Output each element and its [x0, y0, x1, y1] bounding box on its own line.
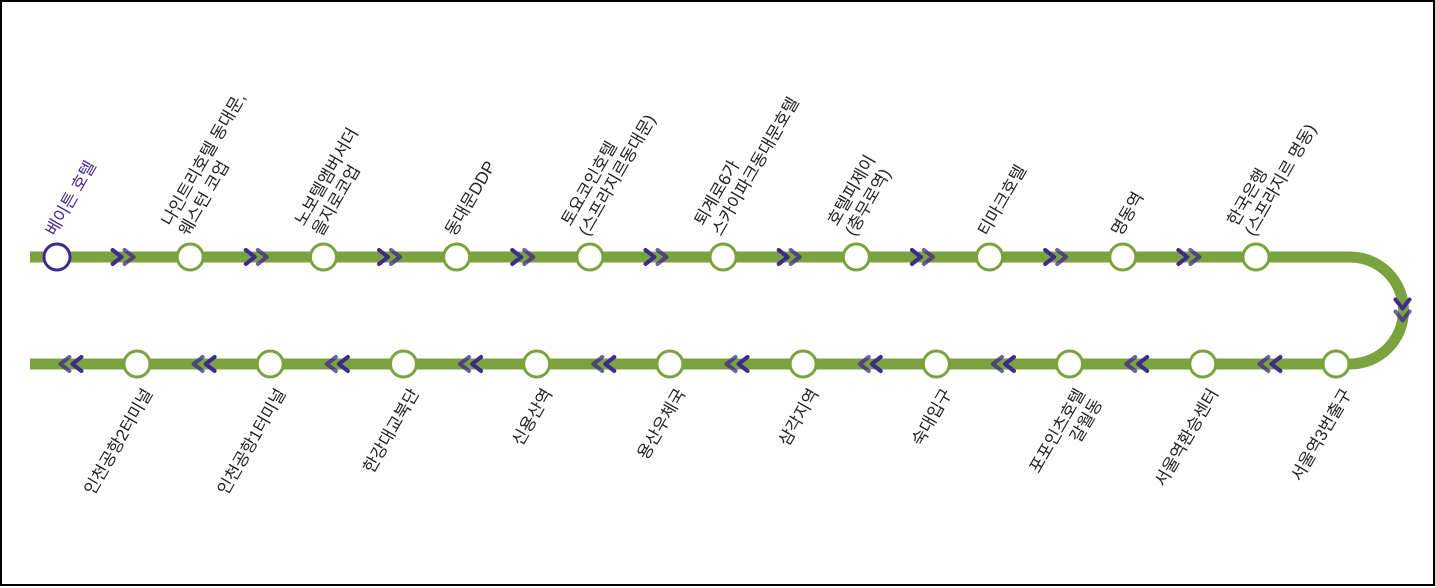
stop-marker: [575, 242, 605, 272]
stop-label: 용산우체국: [634, 386, 690, 463]
stop-marker: [308, 242, 338, 272]
stop-label: 퇴계로6가스카이파크동대문호텔: [691, 84, 803, 239]
stop-marker: [388, 349, 418, 379]
stop-label: 노보텔앰버서더을지로코업: [291, 125, 380, 239]
direction-arrow-right: [643, 248, 669, 266]
direction-arrow-left: [324, 355, 350, 373]
stop-marker: [442, 242, 472, 272]
direction-arrow-right: [510, 248, 536, 266]
stop-label-line: 용산우체국: [634, 386, 690, 463]
direction-arrow-left: [1124, 355, 1150, 373]
stop-marker: [1108, 242, 1138, 272]
stop-label-line: 명동역: [1108, 189, 1148, 239]
stop-marker: [255, 349, 285, 379]
stop-marker: [1055, 349, 1085, 379]
direction-arrow-left: [724, 355, 750, 373]
direction-arrow-right: [377, 248, 403, 266]
stop-label-line: 인천공항2터미널: [81, 386, 157, 499]
stop-label: 나인트리호텔 동대문,웨스턴 코업: [158, 89, 267, 239]
stop-label: 한국은행(스프라지르 명동): [1224, 111, 1321, 239]
stop-label: 티마크호텔: [975, 162, 1031, 239]
direction-arrow-left: [58, 355, 84, 373]
stop-label: 명동역: [1108, 189, 1148, 239]
stop-marker: [522, 349, 552, 379]
stop-marker: [1321, 349, 1351, 379]
stop-marker: [122, 349, 152, 379]
stops: [42, 242, 1351, 379]
stop-label: 포포인츠호텔갈월동: [1026, 386, 1107, 487]
stop-marker: [708, 242, 738, 272]
stop-marker: [975, 242, 1005, 272]
direction-arrow-left: [857, 355, 883, 373]
stop-label: 인천공항1터미널: [214, 386, 290, 499]
route-line: [30, 251, 1409, 370]
stop-marker: [175, 242, 205, 272]
direction-arrow-left: [458, 355, 484, 373]
stop-label: 베이튼 호텔: [42, 158, 100, 239]
stop-label: 숙대입구: [908, 386, 956, 450]
stop-label: 삼각지역: [775, 386, 823, 450]
direction-arrows: [58, 248, 1412, 373]
direction-arrow-right: [909, 248, 935, 266]
stop-label: 호텔피제이(충무로역): [824, 152, 897, 239]
stop-label-line: 서울역환승센터: [1151, 386, 1222, 490]
stop-label: 신용산역: [509, 386, 557, 450]
stop-label: 인천공항2터미널: [81, 386, 157, 499]
direction-arrow-right: [110, 248, 136, 266]
stop-marker: [1241, 242, 1271, 272]
direction-arrow-right: [1176, 248, 1202, 266]
stop-label-line: 한강대교북단: [360, 385, 424, 476]
stop-label: 토요코인호텔(스프라지르동대문): [558, 101, 660, 239]
stop-marker: [788, 349, 818, 379]
direction-arrow-left: [191, 355, 217, 373]
stop-label: 서울역환승센터: [1151, 386, 1222, 490]
stop-marker: [1188, 349, 1218, 379]
direction-arrow-right: [1043, 248, 1069, 266]
direction-arrow-right: [243, 248, 269, 266]
stop-label-line: 서울역3번출구: [1287, 386, 1355, 485]
stop-label: 서울역3번출구: [1287, 386, 1355, 485]
stop-label-line: 인천공항1터미널: [214, 386, 290, 499]
stop-label-line: 숙대입구: [908, 386, 956, 450]
direction-arrow-right: [776, 248, 802, 266]
stop-label-line: 티마크호텔: [975, 162, 1031, 239]
current-stop-marker: [42, 242, 72, 272]
stop-marker: [921, 349, 951, 379]
stop-label-line: 삼각지역: [775, 386, 823, 450]
stop-label: 동대문DDP: [442, 158, 500, 239]
stop-label-line: 동대문DDP: [442, 158, 500, 239]
stop-label-line: 신용산역: [509, 386, 557, 450]
stop-label-line: 베이튼 호텔: [42, 158, 100, 239]
direction-arrow-down: [1393, 297, 1412, 323]
direction-arrow-left: [591, 355, 617, 373]
route-track: [30, 251, 1409, 370]
stop-labels: 베이튼 호텔 나인트리호텔 동대문,웨스턴 코업 노보텔앰버서더을지로코업 동대문DD…: [42, 84, 1356, 499]
stop-marker: [841, 242, 871, 272]
stop-label: 한강대교북단: [360, 385, 424, 476]
stop-marker: [655, 349, 685, 379]
direction-arrow-left: [1257, 355, 1283, 373]
direction-arrow-left: [990, 355, 1016, 373]
